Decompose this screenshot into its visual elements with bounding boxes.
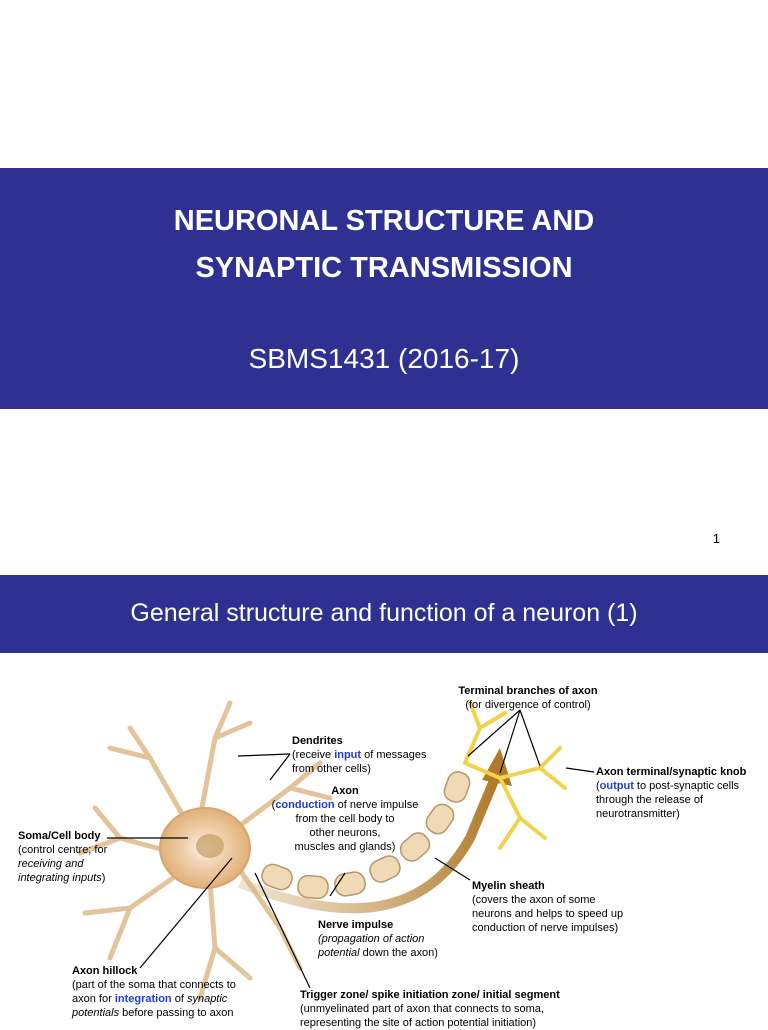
axon-hillock-highlight: integration xyxy=(114,993,172,1005)
terminal-branches-heading: Terminal branches of axon xyxy=(458,685,598,697)
axon-line3: other neurons, xyxy=(309,827,381,839)
dendrites-heading: Dendrites xyxy=(292,735,343,747)
neuron-illustration xyxy=(77,700,595,1001)
axon-highlight: conduction xyxy=(275,799,335,811)
nerve-impulse-line2b: down the axon) xyxy=(359,947,438,959)
soma-line1: (control centre; for xyxy=(18,844,108,856)
axon-heading: Axon xyxy=(331,785,359,797)
soma-line2: receiving and xyxy=(18,858,84,870)
nerve-impulse-line1: (propagation of action xyxy=(318,933,425,945)
axon-hillock-line2-it: synaptic xyxy=(186,993,228,1005)
axon-hillock-line3-it: potentials xyxy=(72,1007,120,1019)
myelin-line1: (covers the axon of some xyxy=(472,894,596,906)
nerve-impulse-label: Nerve impulse (propagation of action pot… xyxy=(318,918,438,960)
axon-terminal-highlight: output xyxy=(599,780,634,792)
axon-hillock-label: Axon hillock (part of the soma that conn… xyxy=(72,964,236,1020)
axon-terminal-heading: Axon terminal/synaptic knob xyxy=(596,766,747,778)
axon-line2: from the cell body to xyxy=(295,813,395,825)
page-number: 1 xyxy=(712,531,720,546)
myelin-line2: neurons and helps to speed up xyxy=(472,908,624,920)
axon-terminal-pre: ( xyxy=(596,780,600,792)
soma-label: Soma/Cell body (control centre; for rece… xyxy=(18,829,107,885)
axon-terminal-line2: through the release of xyxy=(596,794,704,806)
terminal-branches xyxy=(463,701,567,850)
trigger-zone-line2: representing the site of action potentia… xyxy=(300,1017,537,1029)
soma-line3: integrating inputs xyxy=(18,872,102,884)
slide2-banner xyxy=(0,575,768,653)
slide-title-line2: SYNAPTIC TRANSMISSION xyxy=(195,252,573,284)
myelin-segments xyxy=(261,771,471,900)
title-slide-banner xyxy=(0,168,768,409)
dendrites-highlight: input xyxy=(334,749,362,761)
neuron-diagram: Terminal branches of axon (for divergenc… xyxy=(0,668,768,1029)
dendrites-pre: (receive xyxy=(292,749,335,761)
myelin-label: Myelin sheath (covers the axon of some n… xyxy=(472,879,623,935)
axon-hillock-line2a: axon for xyxy=(72,993,115,1005)
axon-hillock-line1: (part of the soma that connects to xyxy=(72,979,236,991)
nucleus xyxy=(196,834,224,858)
soma-line3-post: ) xyxy=(101,872,106,884)
myelin-line3: conduction of nerve impulses) xyxy=(472,922,619,934)
soma-heading: Soma/Cell body xyxy=(18,830,101,842)
dendrites-line2: from other cells) xyxy=(292,763,371,775)
terminal-branches-label: Terminal branches of axon (for divergenc… xyxy=(453,684,603,712)
myelin-heading: Myelin sheath xyxy=(472,880,545,892)
axon-terminal-label: Axon terminal/synaptic knob (output to p… xyxy=(596,765,746,821)
axon-line4: muscles and glands) xyxy=(294,841,396,853)
axon-terminal-line3: neurotransmitter) xyxy=(596,808,680,820)
slide2-title: General structure and function of a neur… xyxy=(130,599,638,627)
axon-post: of nerve impulse xyxy=(334,799,419,811)
course-code: SBMS1431 (2016-17) xyxy=(248,343,520,374)
dendrites-label: Dendrites (receive input of messages fro… xyxy=(292,734,427,776)
axon-terminal-post: to post-synaptic cells xyxy=(633,780,740,792)
axon-pre: ( xyxy=(271,799,276,811)
arrow-head xyxy=(482,748,512,786)
trigger-zone-heading: Trigger zone/ spike initiation zone/ ini… xyxy=(300,989,560,1001)
axon-hillock-heading: Axon hillock xyxy=(72,965,138,977)
terminal-branches-text: (for divergence of control) xyxy=(465,699,591,711)
axon-label: Axon (conduction of nerve impulse from t… xyxy=(270,784,420,854)
nerve-impulse-heading: Nerve impulse xyxy=(318,919,394,931)
dendrites-post: of messages xyxy=(361,749,427,761)
leader-lines xyxy=(107,709,595,989)
trigger-zone-line1: (unmyelinated part of axon that connects… xyxy=(300,1003,544,1015)
nerve-impulse-line2a: potential xyxy=(318,947,360,959)
axon-hillock-line3b: before passing to axon xyxy=(119,1007,234,1019)
nerve-impulse-arrow xyxy=(238,776,500,914)
axon-hillock-line2b: of xyxy=(171,993,187,1005)
slide-title-line1: NEURONAL STRUCTURE AND xyxy=(173,205,595,237)
